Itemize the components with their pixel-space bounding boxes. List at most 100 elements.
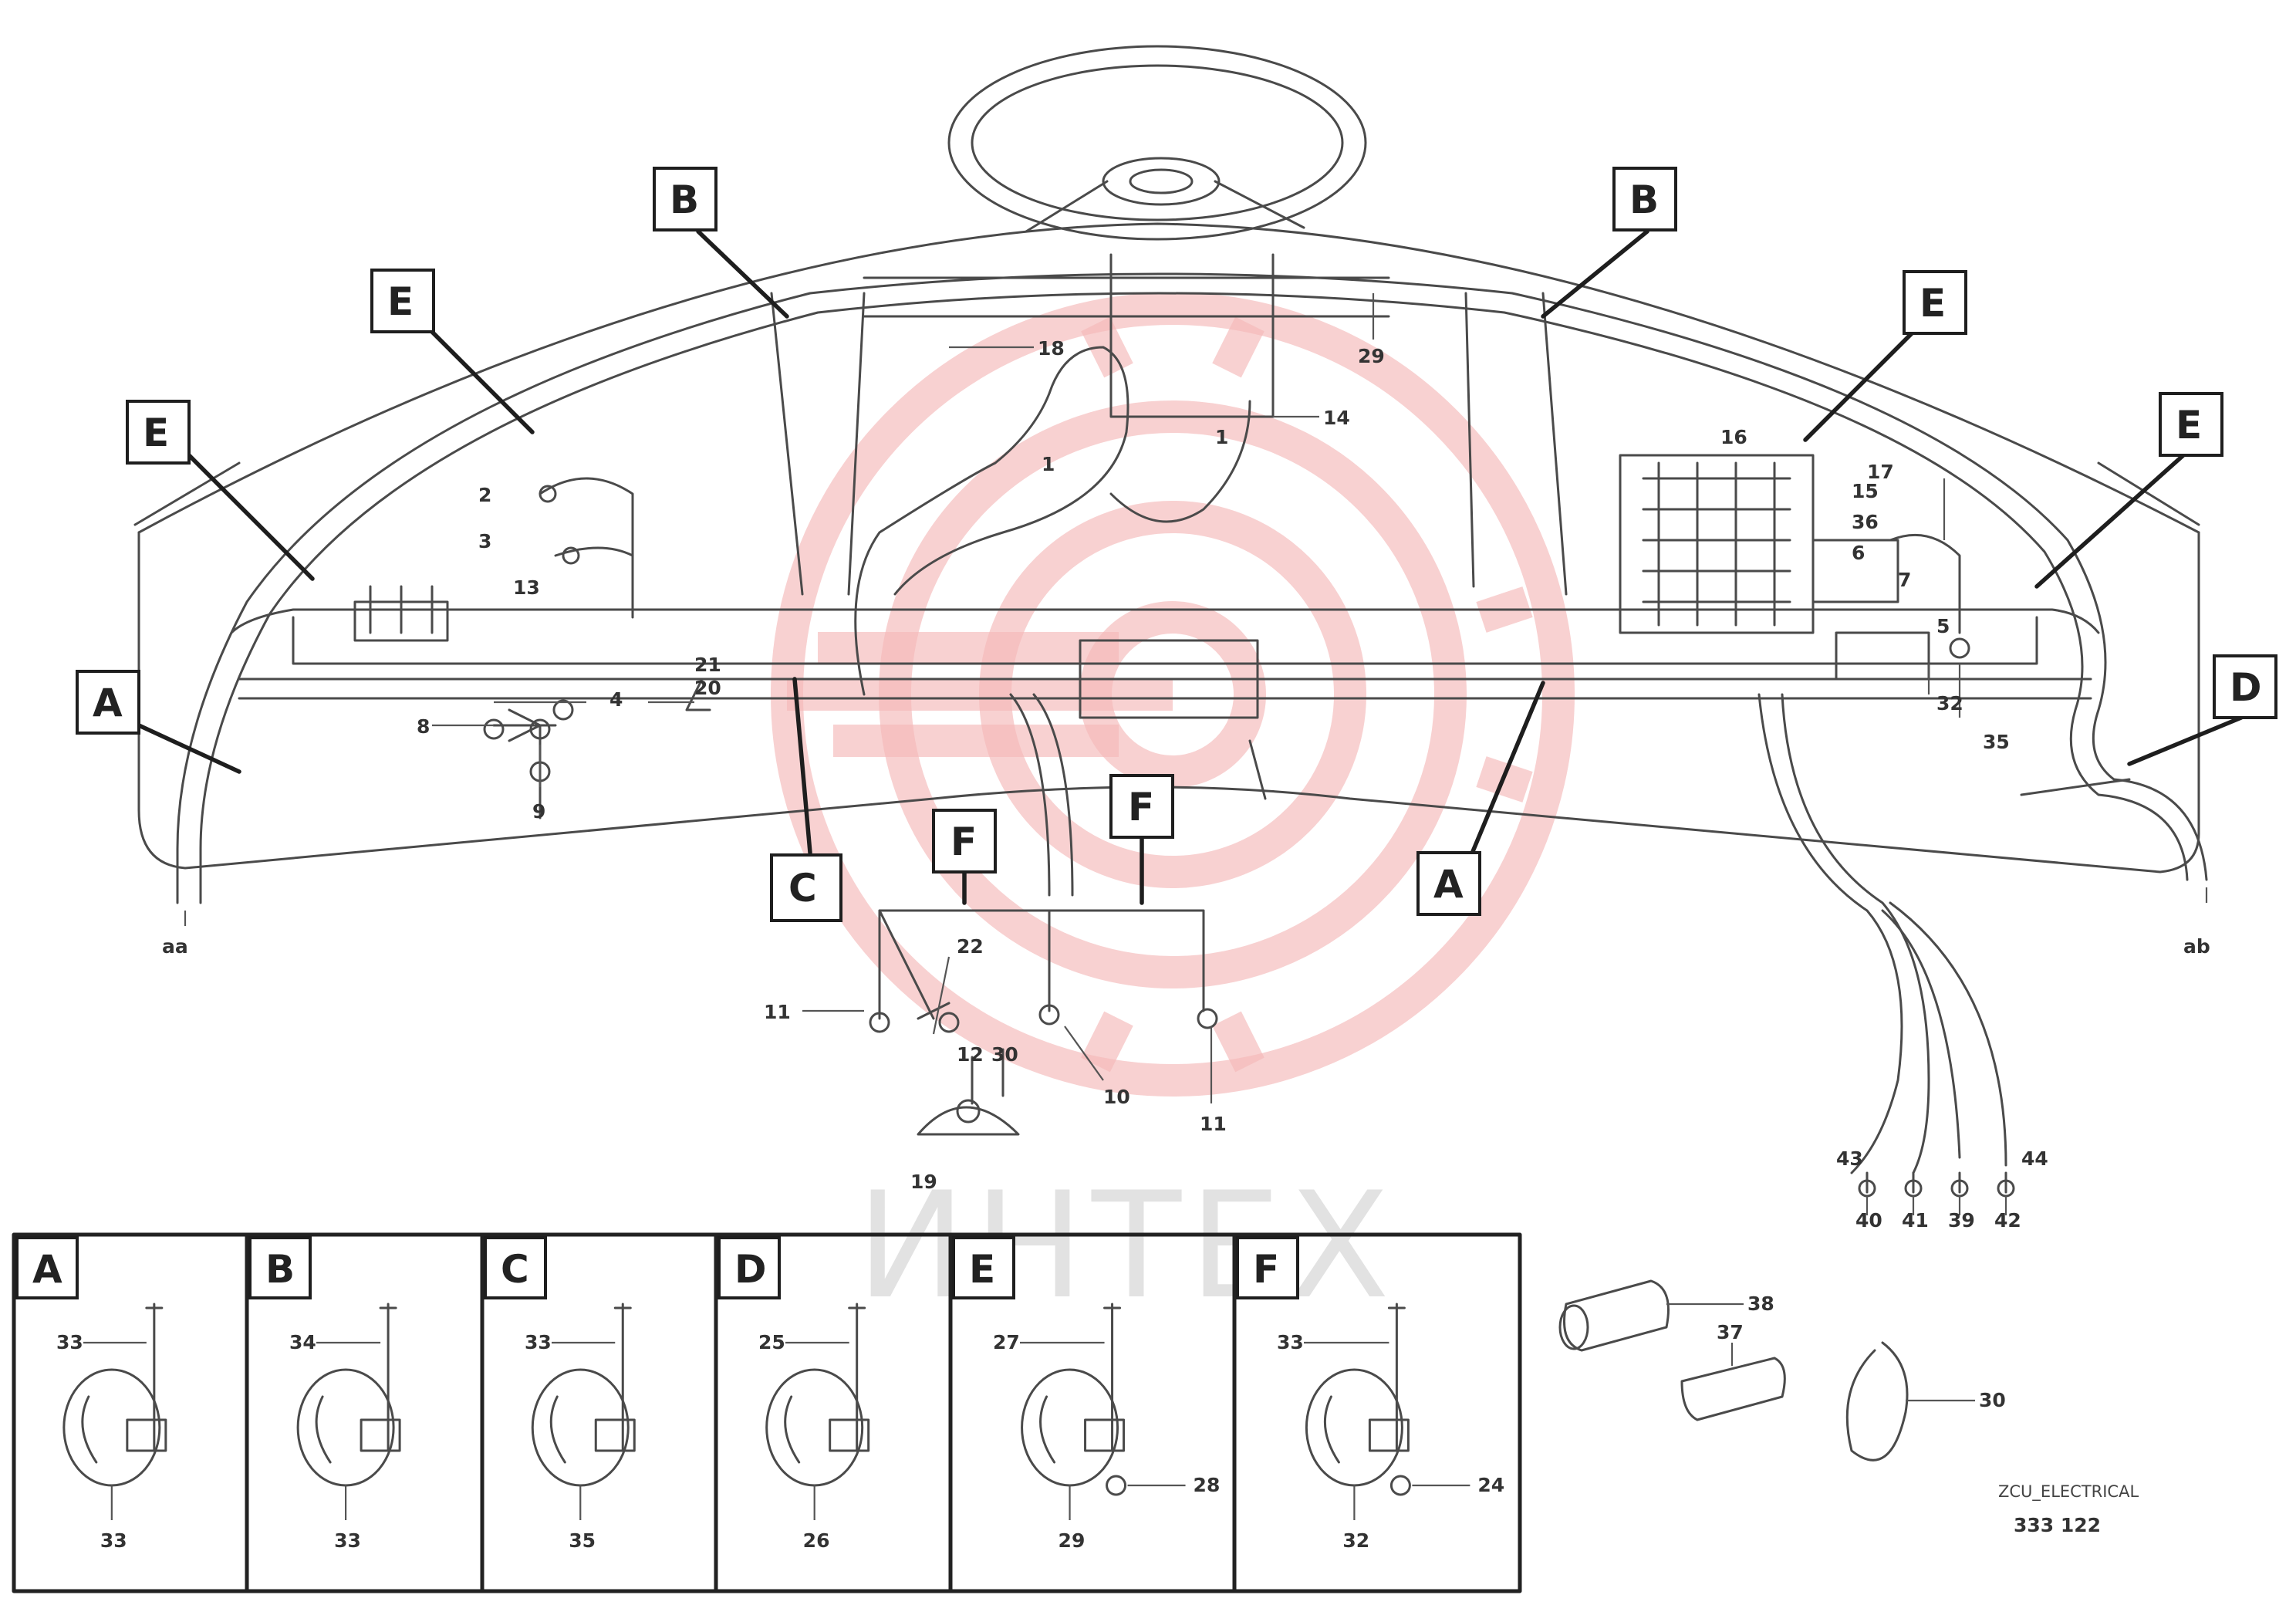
svg-text:B: B	[1629, 177, 1659, 222]
svg-text:3: 3	[478, 530, 491, 552]
clip-drawing	[62, 1368, 161, 1487]
svg-text:43: 43	[1836, 1147, 1863, 1170]
svg-text:30: 30	[991, 1043, 1018, 1066]
svg-text:19: 19	[910, 1171, 937, 1193]
steering-wheel	[947, 45, 1367, 418]
callout-A-left: A	[76, 670, 140, 735]
nut-drawing	[1389, 1475, 1411, 1496]
svg-text:35: 35	[1983, 731, 2010, 753]
svg-text:E: E	[387, 279, 414, 324]
callout-E-upper-right: E	[1903, 270, 1967, 335]
svg-text:5: 5	[1936, 615, 1950, 637]
svg-text:A: A	[1433, 862, 1464, 907]
svg-text:8: 8	[417, 715, 430, 738]
main-harness	[176, 272, 2208, 1174]
panel-top-number: 34	[289, 1331, 316, 1353]
svg-text:16: 16	[1720, 426, 1747, 448]
callout-B-left: B	[653, 167, 718, 231]
panel-top-number: 33	[525, 1331, 552, 1353]
callout-leaders	[137, 229, 2244, 905]
panel-bottom-number: 33	[334, 1529, 361, 1552]
panel-top-number: 33	[56, 1331, 83, 1353]
svg-text:36: 36	[1852, 511, 1879, 533]
detail-panel-label-box	[718, 1236, 781, 1299]
detail-panel-frame	[12, 1232, 1522, 1593]
callout-C-center: C	[770, 853, 842, 922]
svg-text:17: 17	[1867, 461, 1894, 483]
svg-text:E: E	[2176, 403, 2202, 448]
detail-panel-b: B 34 33	[245, 1232, 401, 1593]
watermark-text: ИНТЕХ	[856, 1161, 1397, 1331]
callout-F-center: F	[1109, 774, 1174, 839]
panel-bottom-number: 26	[803, 1529, 830, 1552]
callout-A-center: A	[1416, 851, 1481, 916]
number-leaders	[184, 293, 2208, 1215]
panel-bottom-number: 32	[1342, 1529, 1369, 1552]
svg-text:2: 2	[478, 484, 491, 506]
callout-E-upper-left: E	[370, 269, 435, 333]
bolt-drawing	[848, 1303, 866, 1452]
svg-text:41: 41	[1902, 1209, 1929, 1232]
part-38-label: 38	[1747, 1293, 1774, 1315]
bolt-drawing	[613, 1303, 632, 1452]
center-connectors	[869, 909, 1218, 1136]
right-cable-ends	[1858, 1171, 2015, 1198]
detail-panel-label-box	[952, 1236, 1015, 1299]
panel-top-number: 25	[758, 1331, 785, 1353]
svg-text:18: 18	[1038, 337, 1065, 360]
footer-reference-code: 333 122	[2014, 1514, 2101, 1536]
panel-bottom-number: 33	[100, 1529, 127, 1552]
detail-panel-label-box	[248, 1236, 312, 1299]
svg-text:22: 22	[957, 935, 984, 958]
svg-text:F: F	[1128, 785, 1154, 830]
detail-panel-label: B	[265, 1247, 295, 1292]
panel-top-number: 27	[993, 1331, 1020, 1353]
svg-text:14: 14	[1323, 407, 1350, 429]
svg-text:11: 11	[764, 1001, 791, 1023]
svg-text:21: 21	[694, 654, 721, 676]
svg-text:B: B	[670, 177, 699, 222]
detail-panel-label: C	[501, 1247, 529, 1292]
bolt-drawing	[145, 1303, 164, 1452]
detail-panel-label-box	[1236, 1236, 1299, 1299]
svg-text:7: 7	[1898, 569, 1911, 591]
left-switch-cluster	[353, 477, 711, 819]
bolt-drawing	[1387, 1303, 1406, 1452]
svg-text:20: 20	[694, 677, 721, 699]
svg-text:6: 6	[1852, 542, 1865, 564]
detail-panel-label: E	[969, 1247, 995, 1292]
detail-panel-label: F	[1253, 1247, 1279, 1292]
svg-text:11: 11	[1200, 1113, 1227, 1135]
clip-detail-drawing	[784, 1395, 870, 1464]
clip-drawing	[531, 1368, 630, 1487]
svg-text:F: F	[950, 819, 977, 864]
bolt-drawing	[379, 1303, 397, 1452]
clip-drawing	[765, 1368, 864, 1487]
callout-F-left: F	[932, 809, 997, 874]
svg-text:40: 40	[1855, 1209, 1882, 1232]
detail-panel-label-box	[15, 1236, 79, 1299]
clip-detail-drawing	[1323, 1395, 1410, 1464]
svg-text:13: 13	[513, 576, 540, 599]
clip-detail-drawing	[1039, 1395, 1126, 1464]
panel-top-number: 33	[1277, 1331, 1304, 1353]
right-fuse-box	[1619, 454, 1970, 681]
part-37-label: 37	[1717, 1321, 1744, 1343]
svg-text:A: A	[93, 681, 123, 725]
svg-text:E: E	[143, 411, 169, 455]
footer-reference-line: ZCU_ELECTRICAL	[1998, 1482, 2139, 1502]
clip-detail-drawing	[81, 1395, 167, 1464]
svg-text:42: 42	[1994, 1209, 2021, 1232]
clip-detail-drawing	[315, 1395, 401, 1464]
svg-text:29: 29	[1358, 345, 1385, 367]
svg-text:9: 9	[532, 800, 545, 823]
svg-text:10: 10	[1103, 1086, 1130, 1108]
svg-text:44: 44	[2021, 1147, 2048, 1170]
svg-text:15: 15	[1852, 480, 1879, 502]
svg-text:1: 1	[1215, 426, 1228, 448]
panel-bottom-number: 29	[1059, 1529, 1086, 1552]
